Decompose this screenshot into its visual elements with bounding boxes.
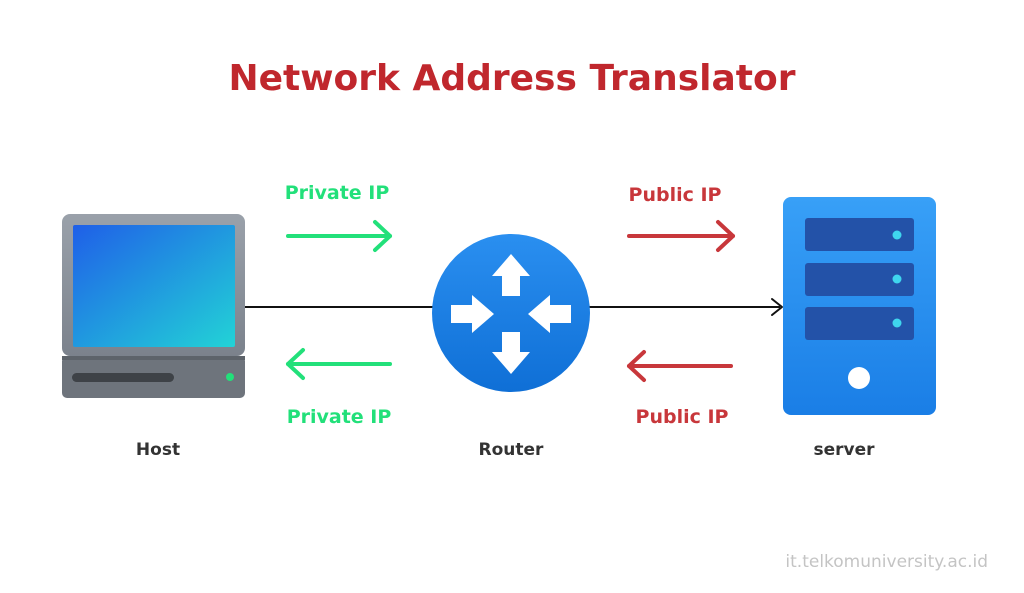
arrow-right-icon: [627, 220, 735, 252]
flow-label-private-out: Private IP: [285, 182, 390, 204]
router-icon: [432, 234, 590, 392]
arrow-down-icon: [492, 332, 530, 374]
host-label: Host: [136, 440, 180, 460]
laptop-icon: [62, 214, 245, 398]
flow-router-to-server: Public IP: [627, 184, 735, 252]
flow-host-to-router: Private IP: [285, 182, 392, 252]
router-label: Router: [479, 440, 545, 460]
server-label: server: [813, 440, 875, 460]
arrow-right-icon: [286, 220, 392, 252]
router-node: Router: [432, 234, 590, 460]
arrow-left-icon: [627, 350, 733, 382]
arrow-in-left-icon: [451, 295, 494, 333]
server-icon: [783, 197, 936, 415]
host-node: Host: [62, 214, 245, 460]
arrow-left-icon: [286, 348, 392, 380]
flow-server-to-router: Public IP: [627, 350, 733, 428]
server-node: server: [783, 197, 936, 460]
flow-label-public-in: Public IP: [636, 406, 729, 428]
arrow-in-right-icon: [528, 295, 571, 333]
page-title: Network Address Translator: [229, 58, 796, 99]
flow-router-to-host: Private IP: [286, 348, 392, 428]
flow-label-private-in: Private IP: [287, 406, 392, 428]
arrow-up-icon: [492, 254, 530, 296]
watermark: it.telkomuniversity.ac.id: [785, 552, 988, 572]
flow-label-public-out: Public IP: [629, 184, 722, 206]
